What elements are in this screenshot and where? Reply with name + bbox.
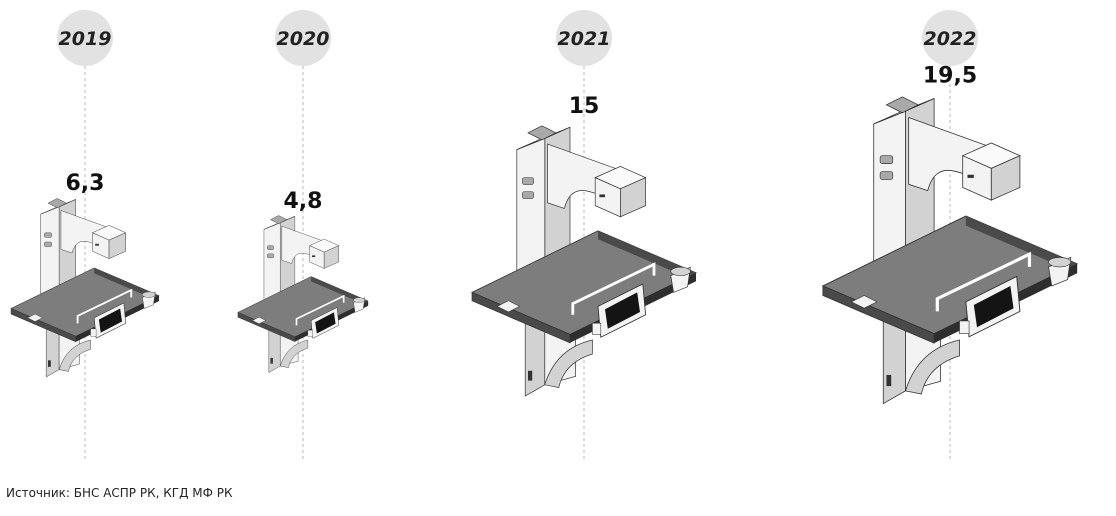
value-label-2021: 15 <box>569 94 600 119</box>
year-label-2019: 2019 <box>59 28 112 50</box>
device-bar-2019 <box>10 198 160 378</box>
year-circle-2019 <box>57 10 113 66</box>
year-labels: 2019 2020 2021 2022 <box>57 10 978 66</box>
value-label-2020: 4,8 <box>284 189 323 214</box>
year-label-2022: 2022 <box>924 28 977 50</box>
value-label-2022: 19,5 <box>923 64 977 89</box>
device-bar-2022 <box>821 96 1079 405</box>
device-icons <box>10 96 1079 405</box>
value-labels: 6,3 4,8 15 19,5 <box>66 64 978 215</box>
year-circle-2020 <box>275 10 331 66</box>
year-circle-2021 <box>556 10 612 66</box>
device-bar-2020 <box>237 215 369 373</box>
value-label-2019: 6,3 <box>66 171 105 196</box>
source-note: Источник: БНС АСПР РК, КГД МФ РК <box>6 486 233 500</box>
device-bar-2021 <box>471 125 697 397</box>
year-label-2021: 2021 <box>558 28 611 50</box>
year-circle-2022 <box>922 10 978 66</box>
year-label-2020: 2020 <box>277 28 330 50</box>
